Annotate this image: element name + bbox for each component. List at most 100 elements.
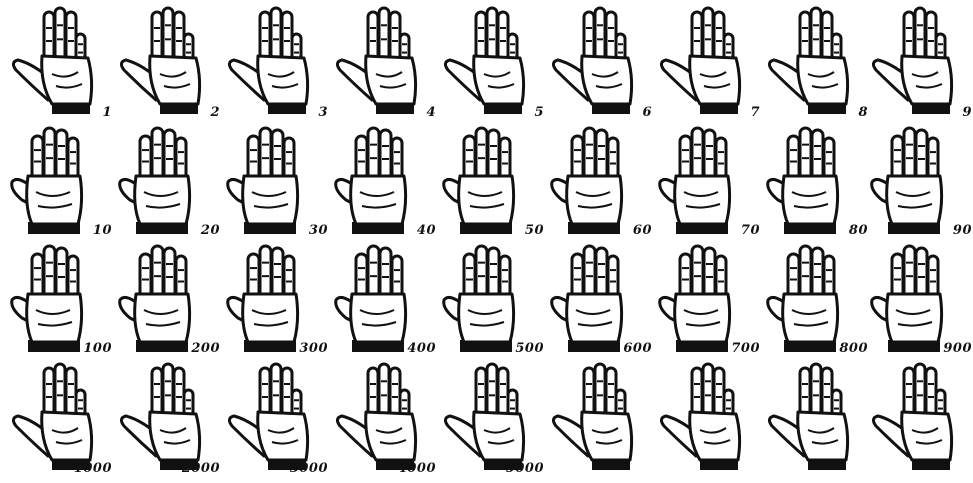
hand-icon [864, 360, 972, 480]
finger-shape [904, 12, 914, 62]
finger-shape [140, 254, 151, 298]
palm-shape [27, 176, 82, 224]
number-label: 3 [318, 105, 328, 120]
palm-shape [459, 294, 514, 342]
palm-shape [135, 176, 190, 224]
finger-shape [476, 128, 487, 180]
palm-shape [474, 412, 524, 460]
hand-icon [544, 4, 652, 124]
finger-shape [595, 364, 605, 418]
finger-shape [379, 8, 389, 62]
palm-shape [150, 56, 200, 104]
finger-shape [271, 8, 281, 62]
finger-shape [584, 128, 595, 180]
hand-gesture: 20 [112, 122, 220, 242]
finger-shape [164, 130, 175, 180]
finger-shape [476, 12, 486, 62]
palm-shape [902, 412, 952, 460]
finger-shape [915, 8, 925, 62]
finger-shape [152, 128, 163, 180]
finger-shape [152, 246, 163, 298]
hand-gesture: 5 [436, 4, 544, 124]
finger-shape [55, 8, 65, 62]
number-label: 200 [191, 341, 220, 356]
finger-shape [584, 368, 594, 418]
finger-shape [703, 8, 713, 62]
finger-shape [904, 128, 915, 180]
finger-shape [692, 128, 703, 180]
finger-shape [892, 136, 903, 180]
hand-gesture: 5000 [436, 360, 544, 480]
hand-gesture: 100 [4, 240, 112, 360]
finger-shape [368, 368, 378, 418]
number-label: 400 [407, 341, 436, 356]
palm-shape [135, 294, 190, 342]
finger-shape [800, 128, 811, 180]
finger-shape [915, 364, 925, 418]
palm-shape [474, 56, 524, 104]
finger-shape [248, 136, 259, 180]
hand-gesture: 2 [112, 4, 220, 124]
hand-gesture: 50 [436, 122, 544, 242]
finger-shape [368, 128, 379, 180]
number-label: 5000 [506, 461, 544, 476]
hand-icon [760, 360, 868, 480]
hand-gesture [864, 360, 972, 480]
palm-shape [27, 294, 82, 342]
finger-shape [595, 8, 605, 62]
palm-shape [42, 56, 92, 104]
palm-shape [258, 412, 308, 460]
hand-gesture: 3000 [220, 360, 328, 480]
finger-shape [811, 8, 821, 62]
hand-icon [652, 360, 760, 480]
hand-gesture: 1 [4, 4, 112, 124]
finger-shape [368, 246, 379, 298]
number-label: 2 [210, 105, 220, 120]
number-label: 100 [83, 341, 112, 356]
number-label: 30 [309, 223, 328, 238]
finger-shape [916, 248, 927, 298]
hand-icon [328, 4, 436, 124]
finger-shape [356, 136, 367, 180]
number-label: 500 [515, 341, 544, 356]
finger-shape [56, 130, 67, 180]
finger-shape [140, 136, 151, 180]
hand-gesture: 9 [864, 4, 972, 124]
finger-shape [464, 254, 475, 298]
finger-shape [800, 368, 810, 418]
finger-shape [596, 248, 607, 298]
number-label: 9 [962, 105, 972, 120]
finger-shape [44, 368, 54, 418]
finger-shape [163, 8, 173, 62]
number-label: 7 [750, 105, 760, 120]
finger-shape [692, 246, 703, 298]
finger-shape [152, 12, 162, 62]
finger-shape [487, 364, 497, 418]
finger-shape [248, 254, 259, 298]
palm-shape [351, 176, 406, 224]
number-label: 50 [525, 223, 544, 238]
finger-shape [904, 246, 915, 298]
number-label: 20 [201, 223, 220, 238]
number-label: 70 [741, 223, 760, 238]
palm-shape [258, 56, 308, 104]
finger-shape [476, 246, 487, 298]
finger-shape [704, 130, 715, 180]
hand-gesture: 6 [544, 4, 652, 124]
hand-icon [112, 4, 220, 124]
finger-shape [164, 248, 175, 298]
palm-shape [243, 294, 298, 342]
hand-gesture: 500 [436, 240, 544, 360]
finger-shape [379, 364, 389, 418]
hand-gesture: 300 [220, 240, 328, 360]
finger-shape [44, 128, 55, 180]
finger-shape [271, 364, 281, 418]
palm-shape [366, 412, 416, 460]
finger-shape [260, 246, 271, 298]
finger-shape [812, 248, 823, 298]
hand-gesture: 90 [864, 122, 972, 242]
hand-gesture: 4 [328, 4, 436, 124]
hand-gesture: 60 [544, 122, 652, 242]
finger-shape [260, 128, 271, 180]
